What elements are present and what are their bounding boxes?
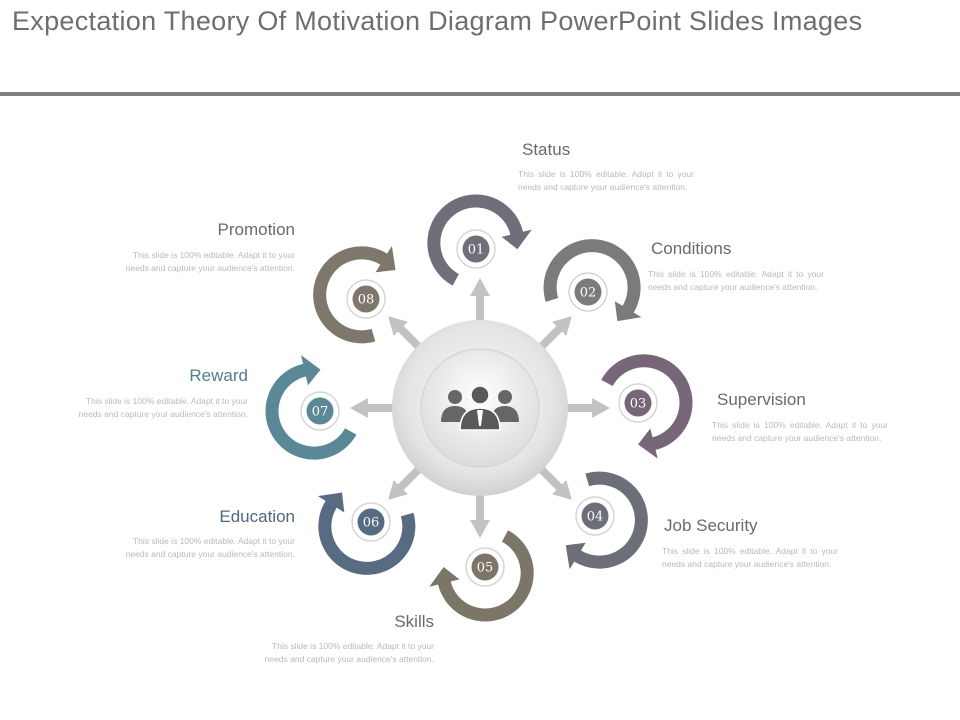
badge-dot [471, 553, 499, 581]
label-promotion: Promotion [217, 220, 295, 239]
badge-number: 01 [468, 243, 485, 258]
title-divider [0, 92, 960, 96]
slide-title: Expectation Theory Of Motivation Diagram… [12, 6, 863, 36]
badge-07: 07 [300, 391, 340, 431]
badge-number: 08 [358, 293, 375, 308]
badge-number: 06 [363, 516, 380, 531]
number-badges: 01 02 03 04 05 06 07 08 [300, 229, 658, 587]
spoke-arrow [350, 398, 410, 418]
badge-dot [581, 502, 609, 530]
description-07: This slide is 100% editable. Adapt it to… [78, 396, 248, 419]
badge-dot [462, 235, 490, 263]
badge-number: 04 [587, 510, 604, 525]
badge-dot [352, 285, 380, 313]
cycle-arrow [601, 354, 693, 459]
cycle-arrow [265, 355, 357, 460]
label-skills: Skills [394, 612, 434, 631]
description-05: This slide is 100% editable. Adapt it to… [264, 641, 434, 664]
spoke-arrow [470, 478, 490, 538]
badge-dot [574, 278, 602, 306]
badge-04: 04 [575, 496, 615, 536]
badge-06: 06 [351, 502, 391, 542]
badge-01: 01 [456, 229, 496, 269]
cycle-arrow [317, 492, 416, 575]
cycle-arrow [543, 239, 642, 322]
description-08: This slide is 100% editable. Adapt it to… [125, 250, 295, 273]
description-06: This slide is 100% editable. Adapt it to… [125, 536, 295, 559]
label-education: Education [219, 507, 295, 526]
label-conditions: Conditions [651, 239, 732, 258]
label-status: Status [522, 140, 571, 159]
badge-dot [357, 508, 385, 536]
spoke-arrow [470, 278, 490, 338]
badge-08: 08 [346, 279, 386, 319]
badge-dot [624, 389, 652, 417]
description-01: This slide is 100% editable. Adapt it to… [518, 169, 694, 192]
cycle-arrow [429, 530, 534, 622]
cycle-arrow [565, 471, 648, 570]
label-supervision: Supervision [717, 390, 806, 409]
cycle-arrow [313, 245, 396, 344]
badge-number: 02 [580, 286, 597, 301]
description-02: This slide is 100% editable. Adapt it to… [648, 269, 824, 292]
spoke-arrow [550, 398, 610, 418]
label-job-security: Job Security [664, 516, 758, 535]
badge-02: 02 [568, 272, 608, 312]
description-03: This slide is 100% editable. Adapt it to… [712, 420, 888, 443]
cycle-arrow [427, 194, 532, 286]
badge-03: 03 [618, 383, 658, 423]
cycle-arcs [265, 194, 693, 622]
people-group-icon [441, 385, 519, 431]
badge-dot [306, 397, 334, 425]
badge-number: 05 [477, 561, 494, 576]
badge-05: 05 [465, 547, 505, 587]
badge-number: 03 [630, 397, 647, 412]
label-reward: Reward [189, 366, 248, 385]
description-04: This slide is 100% editable. Adapt it to… [662, 546, 838, 569]
badge-number: 07 [312, 405, 329, 420]
